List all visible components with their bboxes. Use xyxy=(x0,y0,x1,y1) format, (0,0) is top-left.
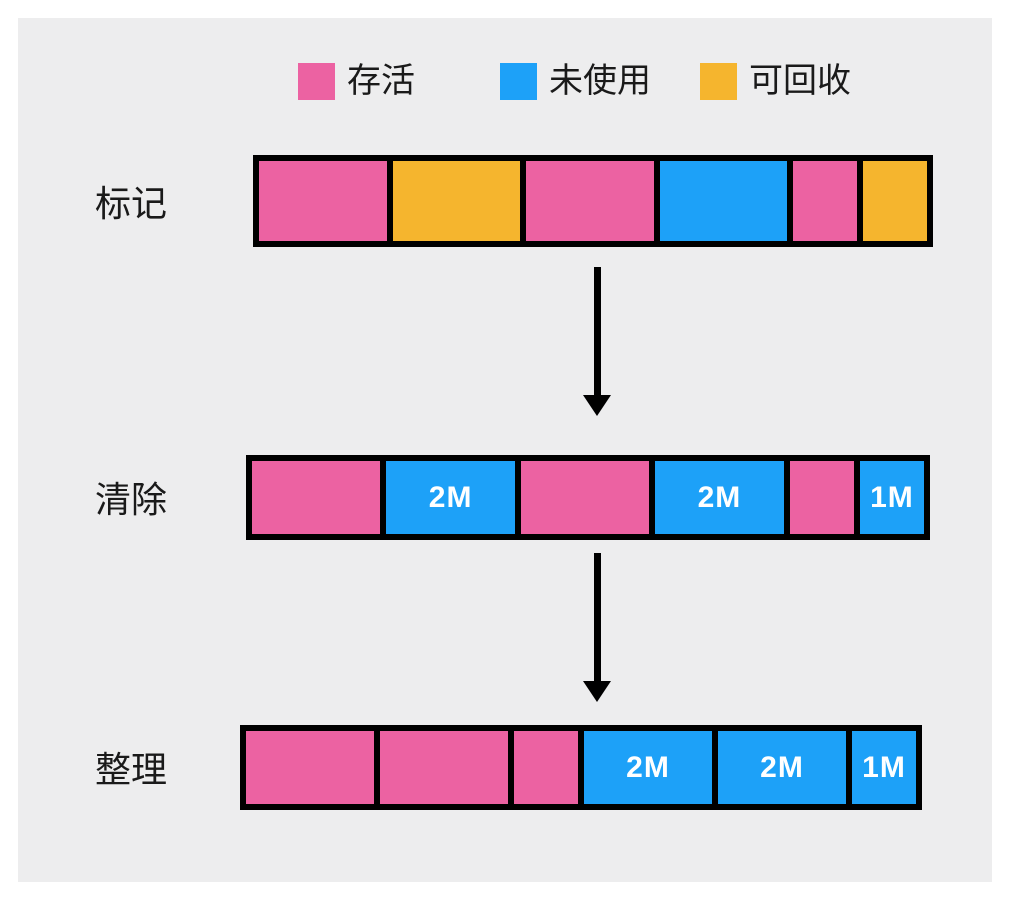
segment-unused: 2M xyxy=(718,731,846,804)
segment-alive xyxy=(380,731,508,804)
arrow-shaft xyxy=(593,267,601,395)
arrow-head xyxy=(583,395,611,416)
segment-unused xyxy=(659,161,788,241)
segment-size-label: 1M xyxy=(862,750,906,784)
segment-size-label: 2M xyxy=(760,750,804,784)
segment-alive xyxy=(259,161,387,241)
memory-bar-compact: 2M 2M 1M xyxy=(240,725,922,810)
segment-size-label: 2M xyxy=(697,480,742,514)
segment-collectible xyxy=(392,161,521,241)
segment-alive xyxy=(793,161,858,241)
row-label-compact: 整理 xyxy=(95,749,168,790)
legend-label-alive: 存活 xyxy=(347,62,415,100)
memory-bar-mark xyxy=(253,155,933,247)
down-arrow-icon xyxy=(583,267,611,416)
arrow-shaft xyxy=(593,553,601,681)
segment-alive xyxy=(526,161,654,241)
legend-label-unused: 未使用 xyxy=(549,62,651,100)
legend-label-collectible: 可回收 xyxy=(749,62,851,100)
segment-unused: 2M xyxy=(655,461,784,534)
legend-item-alive: 存活 xyxy=(298,63,415,100)
unused-color-swatch xyxy=(500,63,537,100)
legend-item-unused: 未使用 xyxy=(500,63,651,100)
segment-unused: 2M xyxy=(386,461,515,534)
alive-color-swatch xyxy=(298,63,335,100)
segment-size-label: 2M xyxy=(428,480,473,514)
segment-unused: 1M xyxy=(859,461,925,534)
row-label-mark: 标记 xyxy=(95,183,168,224)
segment-collectible xyxy=(863,161,927,241)
memory-bar-sweep: 2M 2M 1M xyxy=(246,455,930,540)
segment-alive xyxy=(252,461,381,534)
segment-alive xyxy=(789,461,854,534)
row-label-sweep: 清除 xyxy=(95,479,168,520)
segment-unused: 1M xyxy=(852,731,916,804)
segment-alive xyxy=(246,731,374,804)
arrow-head xyxy=(583,681,611,702)
segment-size-label: 2M xyxy=(626,750,670,784)
legend-item-collectible: 可回收 xyxy=(700,63,851,100)
segment-size-label: 1M xyxy=(870,480,914,514)
diagram-canvas: 存活 未使用 可回收 标记 清除 2M 2M 1M 整理 2M 2M 1M xyxy=(18,18,992,882)
collectible-color-swatch xyxy=(700,63,737,100)
segment-alive xyxy=(520,461,650,534)
segment-unused: 2M xyxy=(584,731,712,804)
segment-alive xyxy=(514,731,578,804)
down-arrow-icon xyxy=(583,553,611,702)
